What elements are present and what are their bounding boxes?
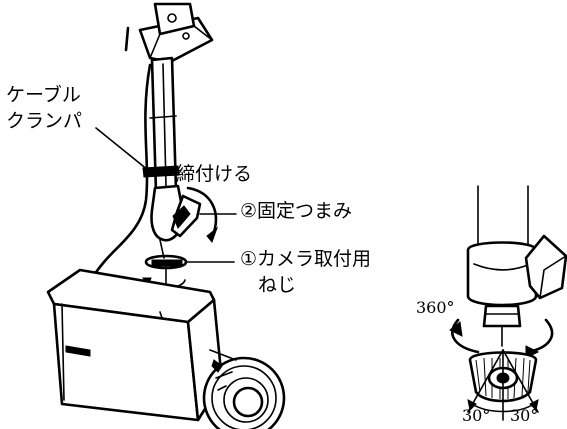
fixing-knob-label: ②固定つまみ [240, 200, 353, 222]
cable [85, 63, 152, 302]
cable-clamper [142, 165, 180, 178]
camera-mount-screw-label-line1: ①カメラ取付用 [240, 248, 372, 270]
leader-lines [95, 127, 237, 263]
camera-body [46, 268, 224, 422]
tilt-angle-right-label: 30° [510, 406, 539, 425]
detail-ball-joint [466, 234, 567, 307]
detail-tilt-arrows [467, 349, 539, 421]
cable-clamper-label-line2: クランパ [6, 110, 83, 132]
ceiling-bracket [124, 2, 214, 64]
tighten-label: 締付ける [176, 163, 253, 185]
detail-rotation-arrow [449, 318, 554, 359]
cable-clamper-label-line1: ケーブル [6, 84, 81, 106]
tilt-angle-left-label: 30° [462, 406, 491, 425]
camera-mount-screw-label-line2: ねじ [258, 274, 297, 296]
camera-lens [202, 349, 286, 429]
detail-pole [477, 185, 529, 247]
pan-angle-label: 360° [416, 298, 455, 317]
ball-joint [150, 184, 219, 243]
camera-mount-screw [142, 239, 188, 301]
detail-mount-screw [482, 304, 522, 347]
